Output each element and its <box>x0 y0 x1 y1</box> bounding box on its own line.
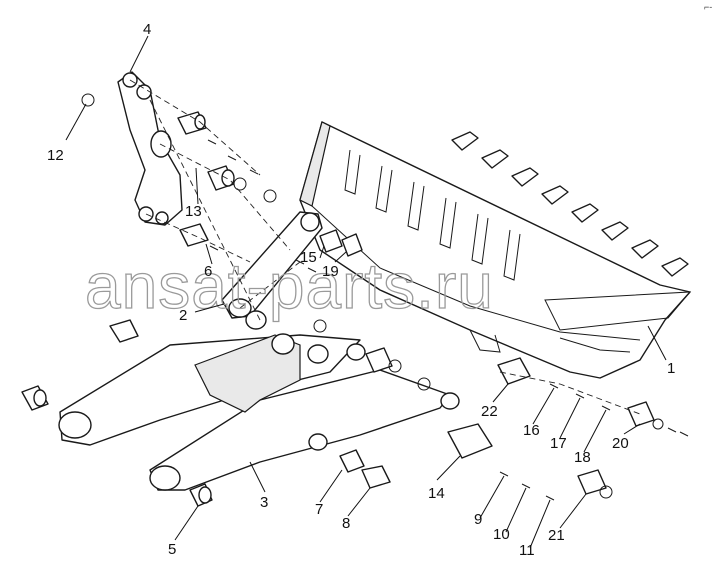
bucket <box>299 121 692 379</box>
corner-mark: ⌐- <box>704 2 712 12</box>
callout-2: 2 <box>179 307 187 324</box>
pins-and-bushings <box>21 93 664 507</box>
callout-6: 6 <box>204 263 212 280</box>
callout-8: 8 <box>342 515 350 532</box>
callout-3: 3 <box>260 494 268 511</box>
callout-20: 20 <box>612 435 629 452</box>
callout-1: 1 <box>667 360 675 377</box>
bellcrank-lever <box>117 71 183 226</box>
callout-19: 19 <box>322 263 339 280</box>
bucket-ribs <box>344 149 521 281</box>
callout-5: 5 <box>168 541 176 558</box>
callout-9: 9 <box>474 511 482 528</box>
callout-13: 13 <box>185 203 202 220</box>
callout-15: 15 <box>300 249 317 266</box>
callout-14: 14 <box>428 485 445 502</box>
callout-10: 10 <box>493 526 510 543</box>
callout-17: 17 <box>550 435 567 452</box>
callout-11: 11 <box>519 542 535 559</box>
callout-16: 16 <box>523 422 540 439</box>
callout-22: 22 <box>481 403 498 420</box>
callout-21: 21 <box>548 527 565 544</box>
callout-18: 18 <box>574 449 591 466</box>
callout-12: 12 <box>47 147 64 164</box>
lift-arm-frame <box>58 333 460 491</box>
bucket-teeth <box>451 131 689 277</box>
small-hardware <box>207 139 689 501</box>
watermark: ansat-parts.ru <box>85 250 494 322</box>
assembly-lines <box>129 79 641 415</box>
callout-7: 7 <box>315 501 323 518</box>
leader-lines <box>65 35 667 549</box>
callouts: 1 2 3 4 5 6 7 8 9 10 11 12 13 14 15 16 1… <box>47 21 675 559</box>
callout-4: 4 <box>143 21 151 38</box>
